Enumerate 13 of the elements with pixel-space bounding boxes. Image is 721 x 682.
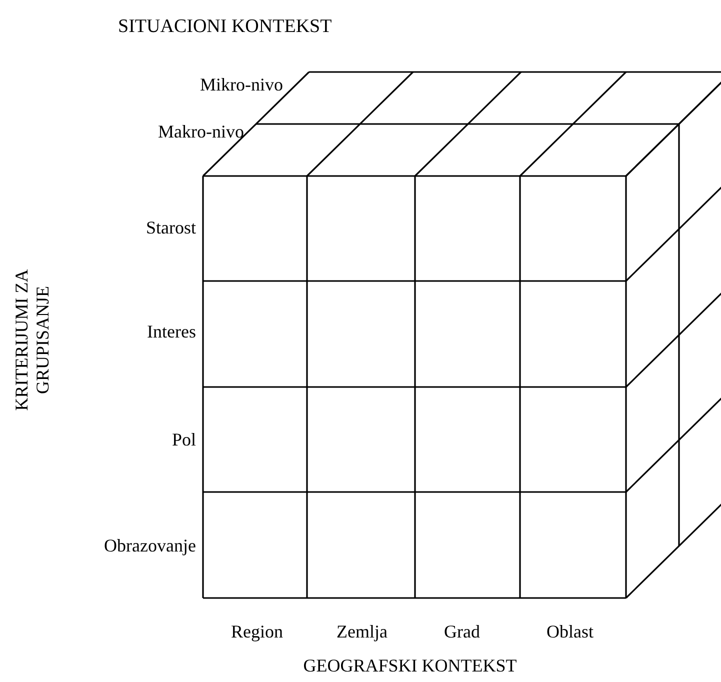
- axis-label: KRITERIJUMI ZA GRUPISANJE: [11, 268, 53, 413]
- level-label: Makro-nivo: [158, 122, 244, 142]
- column-label: Grad: [444, 622, 480, 642]
- level-label: Mikro-nivo: [200, 74, 283, 96]
- column-label: Oblast: [546, 622, 594, 642]
- row-label: Starost: [146, 218, 196, 238]
- title: SITUACIONI KONTEKST: [118, 16, 332, 38]
- column-label: Region: [231, 622, 283, 642]
- row-label: Interes: [147, 322, 196, 342]
- row-label: Pol: [172, 430, 196, 450]
- column-label: Zemlja: [336, 622, 388, 642]
- row-label: Obrazovanje: [104, 536, 196, 556]
- axis-label: GEOGRAFSKI KONTEKST: [303, 656, 517, 676]
